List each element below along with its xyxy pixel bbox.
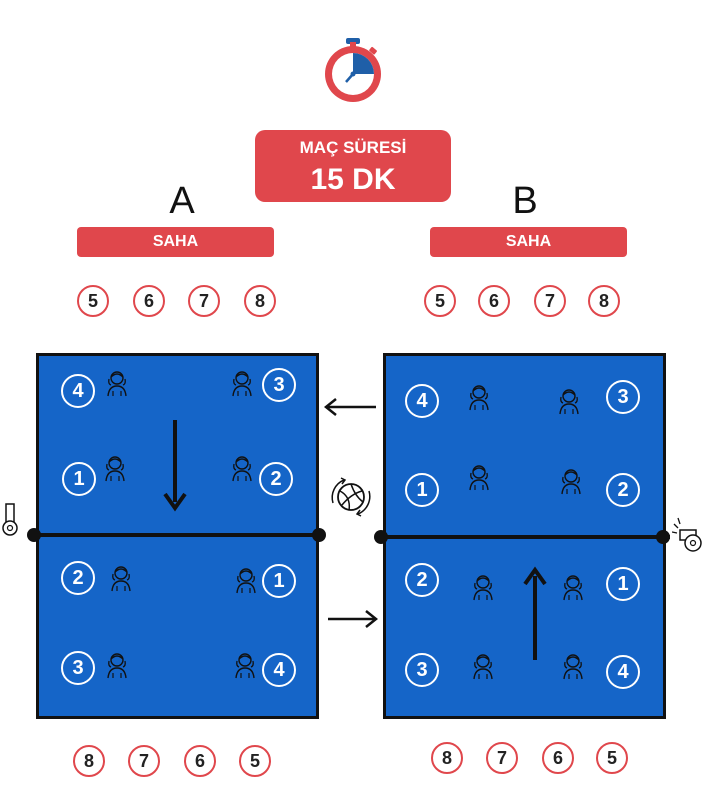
reserve-b-top-2: 6 <box>478 285 510 317</box>
reserve-b-bottom-2: 7 <box>486 742 518 774</box>
match-duration-label: MAÇ SÜRESİ <box>299 138 407 157</box>
court-a-pos-upper-3: 3 <box>262 368 296 402</box>
reserve-b-bottom-3: 6 <box>542 742 574 774</box>
court-b-pos-upper-1: 1 <box>405 473 439 507</box>
player-icon <box>561 469 581 495</box>
player-icon <box>559 389 579 415</box>
match-duration-value: 15 DK <box>310 163 396 196</box>
player-icon <box>107 653 127 679</box>
court-a-pos-upper-2: 2 <box>259 462 293 496</box>
court-b-pos-upper-4: 4 <box>405 384 439 418</box>
court-b-pos-upper-3: 3 <box>606 380 640 414</box>
volleyball-rotation-icon <box>331 477 371 517</box>
court-a-pos-lower-3: 3 <box>61 651 95 685</box>
player-icon <box>105 456 125 482</box>
reserve-a-bottom-2: 7 <box>128 745 160 777</box>
rotation-arrow-up-icon <box>523 566 547 660</box>
reserve-b-top-4: 8 <box>588 285 620 317</box>
court-a-pos-lower-1: 1 <box>262 564 296 598</box>
player-icon <box>473 654 493 680</box>
reserve-b-bottom-4: 5 <box>596 742 628 774</box>
player-icon <box>473 575 493 601</box>
court-b-net-post-left <box>374 530 388 544</box>
court-b-pos-upper-2: 2 <box>606 473 640 507</box>
rotation-arrow-down-icon <box>163 420 187 512</box>
player-icon <box>235 653 255 679</box>
stopwatch-icon <box>325 38 381 102</box>
whistle-right-icon <box>672 517 702 552</box>
court-b-pos-lower-2: 2 <box>405 563 439 597</box>
match-duration-box: MAÇ SÜRESİ 15 DK <box>255 130 451 202</box>
court-a-net-post-left <box>27 528 41 542</box>
reserve-b-bottom-1: 8 <box>431 742 463 774</box>
court-a-pos-lower-4: 4 <box>262 653 296 687</box>
court-a-pos-upper-1: 1 <box>62 462 96 496</box>
reserve-a-top-4: 8 <box>244 285 276 317</box>
player-icon <box>232 371 252 397</box>
arrow-right-icon <box>328 610 379 628</box>
player-icon <box>111 566 131 592</box>
court-b-pos-lower-4: 4 <box>606 655 640 689</box>
court-b-net-post-right <box>656 530 670 544</box>
player-icon <box>107 371 127 397</box>
court-b-net <box>378 535 670 539</box>
player-icon <box>236 568 256 594</box>
court-a-pos-lower-2: 2 <box>61 561 95 595</box>
field-b-letter: B <box>512 180 538 222</box>
player-icon <box>563 654 583 680</box>
arrow-left-icon <box>323 398 376 416</box>
court-b-pos-lower-3: 3 <box>405 653 439 687</box>
court-b-pos-lower-1: 1 <box>606 567 640 601</box>
whistle-left-icon <box>2 503 18 536</box>
player-icon <box>469 465 489 491</box>
court-a-net-post-right <box>312 528 326 542</box>
court-a-net <box>32 533 324 537</box>
field-b-banner: SAHA <box>430 227 627 257</box>
reserve-a-top-2: 6 <box>133 285 165 317</box>
reserve-b-top-3: 7 <box>534 285 566 317</box>
reserve-a-top-1: 5 <box>77 285 109 317</box>
reserve-b-top-1: 5 <box>424 285 456 317</box>
reserve-a-bottom-4: 5 <box>239 745 271 777</box>
player-icon <box>563 575 583 601</box>
field-a-banner: SAHA <box>77 227 274 257</box>
reserve-a-top-3: 7 <box>188 285 220 317</box>
court-a-pos-upper-4: 4 <box>61 374 95 408</box>
player-icon <box>232 456 252 482</box>
field-a-letter: A <box>169 180 195 222</box>
player-icon <box>469 385 489 411</box>
reserve-a-bottom-3: 6 <box>184 745 216 777</box>
reserve-a-bottom-1: 8 <box>73 745 105 777</box>
